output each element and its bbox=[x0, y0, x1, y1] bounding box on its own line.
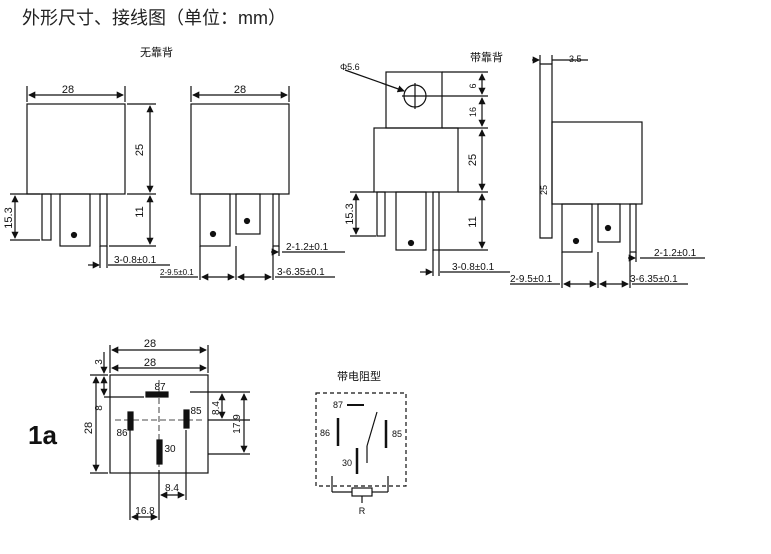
dim-pin-11: 11 bbox=[134, 206, 146, 217]
dim-bottom-28-left: 28 bbox=[83, 422, 95, 434]
schematic-30-label: 30 bbox=[342, 458, 352, 468]
dim-pin-15-3-back: 15.3 bbox=[344, 203, 356, 224]
relay-body bbox=[26, 103, 126, 195]
bracket-plate bbox=[539, 63, 553, 239]
dim-pin-pitch-6-35: 3-6.35±0.1 bbox=[277, 267, 325, 278]
dim-pin-thickness: 3-0.8±0.1 bbox=[114, 255, 157, 266]
no-backing-label: 无靠背 bbox=[140, 47, 173, 59]
schematic-outline bbox=[315, 392, 407, 487]
schematic-85-label: 85 bbox=[392, 429, 402, 439]
dim-height-25: 25 bbox=[134, 144, 146, 156]
relay-side-view-no-backing bbox=[160, 86, 345, 281]
schematic-87-label: 87 bbox=[333, 400, 343, 410]
variant-label: 1a bbox=[28, 420, 57, 450]
dim-pin-pitch-small: 2-1.2±0.1 bbox=[286, 242, 329, 253]
wiring-schematic-with-resistor bbox=[315, 392, 407, 503]
dim-pin-pitch-small-back: 2-1.2±0.1 bbox=[654, 248, 697, 259]
dim-side-25: 25 bbox=[539, 185, 549, 195]
dim-bottom-3: 3 bbox=[94, 359, 105, 365]
terminal-85 bbox=[183, 409, 190, 429]
terminal-86-label: 86 bbox=[116, 428, 128, 439]
mounting-bracket bbox=[385, 71, 443, 129]
terminal-86 bbox=[127, 411, 134, 431]
resistor-type-label: 带电阻型 bbox=[337, 371, 381, 383]
terminal-30 bbox=[156, 439, 163, 465]
terminal-87 bbox=[145, 391, 169, 398]
schematic-86-label: 86 bbox=[320, 428, 330, 438]
dim-bottom-28-inner: 28 bbox=[144, 357, 156, 369]
dim-pin-pitch-9-5: 2-9.5±0.1 bbox=[160, 268, 194, 277]
dim-pin-11-back: 11 bbox=[467, 216, 479, 227]
dim-bracket-6: 6 bbox=[468, 83, 478, 88]
page-title: 外形尺寸、接线图（单位：mm） bbox=[22, 8, 286, 28]
dim-bottom-8-4-right: 8.4 bbox=[211, 401, 222, 415]
with-backing-label: 带靠背 bbox=[470, 52, 503, 64]
relay-body bbox=[190, 103, 290, 195]
dim-bottom-28-outer: 28 bbox=[144, 338, 156, 350]
terminal-30-label: 30 bbox=[164, 444, 176, 455]
terminal-87-label: 87 bbox=[154, 382, 166, 393]
relay-front-view-no-backing bbox=[10, 86, 170, 269]
resistor-label: R bbox=[359, 506, 366, 516]
relay-body bbox=[373, 127, 459, 193]
dim-bracket-16: 16 bbox=[468, 107, 478, 117]
dim-pin-pitch-9-5-back: 2-9.5±0.1 bbox=[510, 274, 553, 285]
dim-bracket-3-5: 3.5 bbox=[569, 54, 582, 64]
dim-height-25-back: 25 bbox=[467, 154, 479, 166]
relay-bottom-view bbox=[90, 345, 250, 521]
terminal-85-label: 85 bbox=[190, 406, 202, 417]
relay-front-view-with-backing bbox=[344, 69, 510, 276]
dim-pin-pitch-6-35-back: 3-6.35±0.1 bbox=[630, 274, 678, 285]
dim-bottom-17-9: 17.9 bbox=[232, 414, 243, 434]
dim-hole-diameter: Φ5.6 bbox=[340, 62, 360, 72]
dim-bottom-8-4-lower: 8.4 bbox=[165, 483, 179, 494]
resistor-symbol bbox=[351, 487, 373, 497]
relay-side-view-with-backing bbox=[510, 55, 705, 288]
dim-width-28-side: 28 bbox=[234, 84, 246, 96]
dim-width-28: 28 bbox=[62, 84, 74, 96]
relay-body bbox=[551, 121, 643, 205]
dim-bottom-8: 8 bbox=[94, 405, 105, 411]
dim-pin-15-3: 15.3 bbox=[3, 207, 15, 228]
dim-pin-thickness-back: 3-0.8±0.1 bbox=[452, 262, 495, 273]
dim-bottom-16-8: 16.8 bbox=[135, 506, 155, 517]
